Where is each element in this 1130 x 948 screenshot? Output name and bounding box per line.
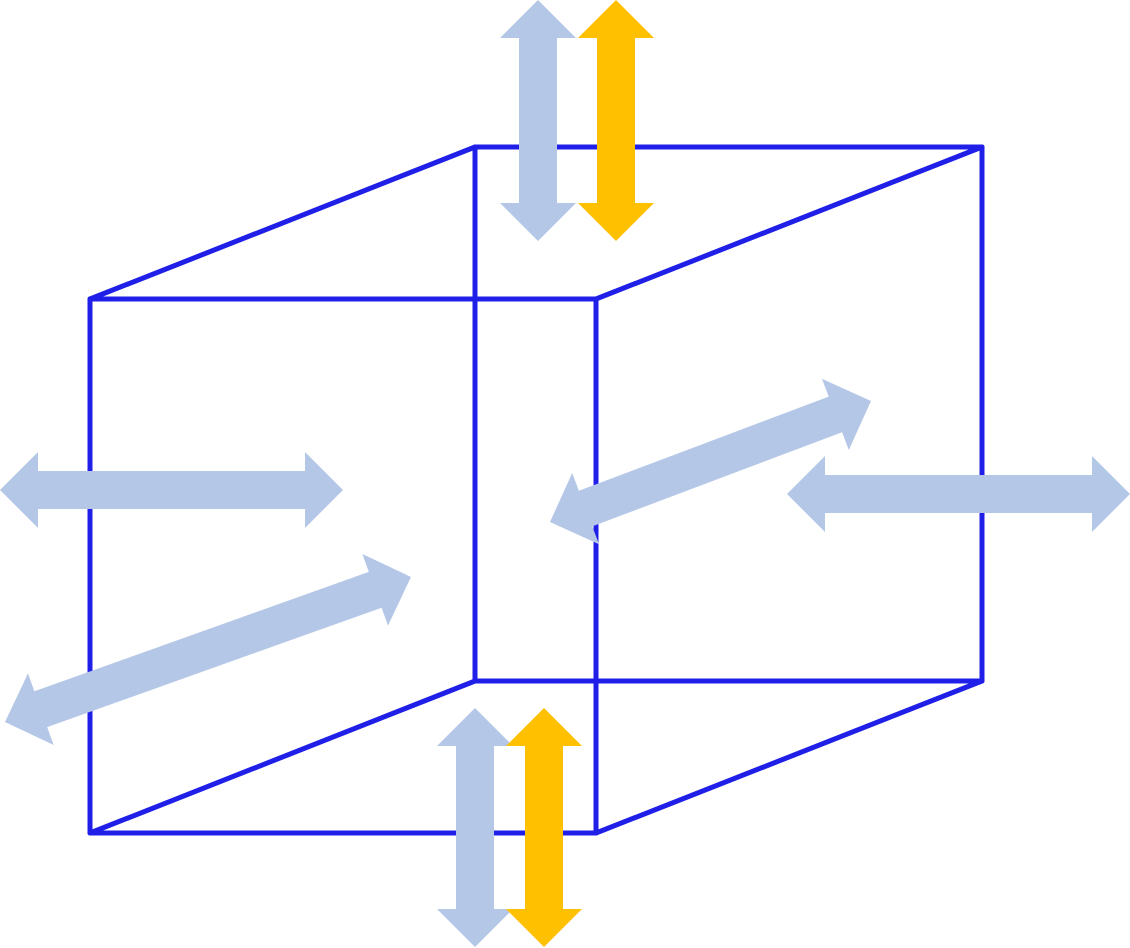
arrow-lower-diagonal xyxy=(5,554,411,745)
cube-depth-edge xyxy=(593,144,985,302)
arrow-top-accent xyxy=(578,0,654,241)
cube-depth-edge xyxy=(593,678,985,836)
cube-depth-edge xyxy=(87,678,478,836)
arrow-center-diagonal xyxy=(550,378,871,545)
cube-depth-edge xyxy=(87,144,478,302)
arrow-top-light xyxy=(500,0,576,241)
wireframe-cube xyxy=(87,144,985,836)
arrow-bottom-accent xyxy=(506,708,582,947)
arrow-bottom-light xyxy=(437,708,513,947)
arrow-right-horizontal xyxy=(787,456,1130,532)
arrow-left-horizontal xyxy=(0,452,343,528)
